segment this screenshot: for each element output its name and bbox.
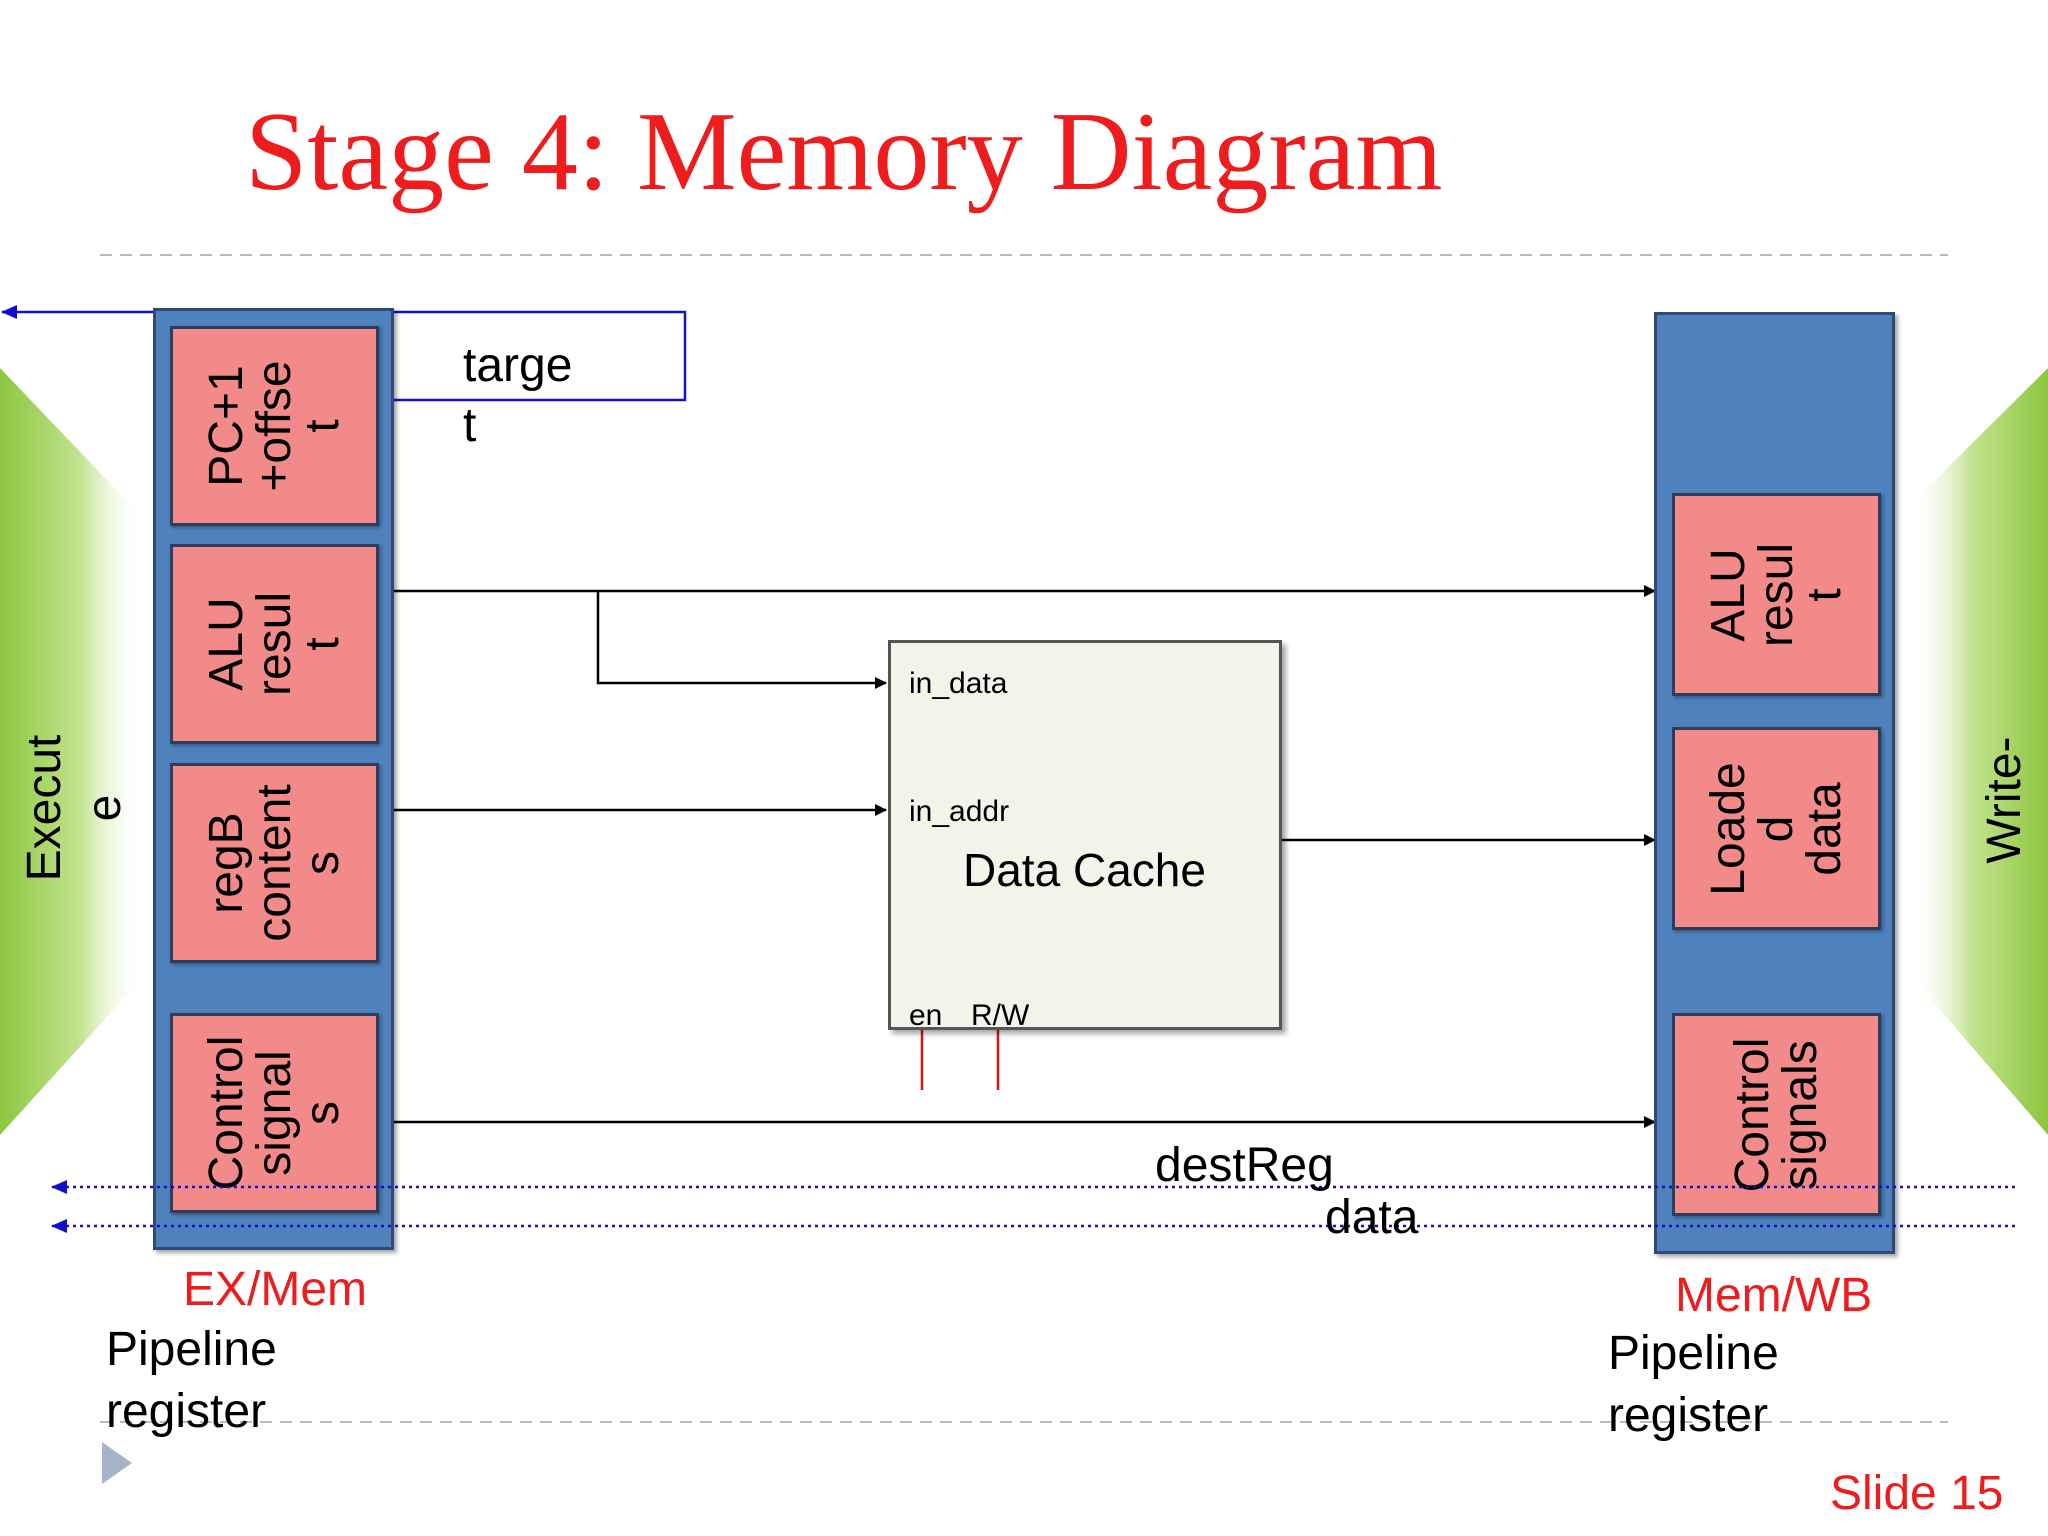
data-cache-title: Data Cache bbox=[963, 844, 1206, 896]
slide-number: Slide 15 bbox=[1830, 1467, 2004, 1520]
ex-mem-caption-line2: register bbox=[106, 1385, 267, 1438]
slide-title: Stage 4: Memory Diagram bbox=[245, 90, 1443, 214]
in-data-port-label: in_data bbox=[909, 667, 1008, 700]
writeback-stage-shape bbox=[1910, 368, 2048, 1135]
destreg-label: destReg bbox=[1155, 1139, 1334, 1192]
field-label: regB content s bbox=[199, 784, 349, 942]
mem-wb-field-loaded-data: Loade d data bbox=[1672, 727, 1881, 930]
target-label-line2: t bbox=[463, 399, 477, 452]
execute-stage-label: Execut e bbox=[18, 734, 131, 882]
mem-wb-caption-line2: register bbox=[1608, 1389, 1769, 1442]
mem-wb-field-alu-result: ALU resul t bbox=[1672, 493, 1881, 696]
target-label-line1: targe bbox=[463, 339, 573, 392]
writeback-stage-label: Write- bbox=[1978, 736, 2031, 864]
field-label: ALU resul t bbox=[199, 591, 349, 697]
field-label: PC+1 +offse t bbox=[199, 360, 349, 492]
ex-mem-field-alu-result: ALU resul t bbox=[170, 544, 379, 744]
data-label: data bbox=[1325, 1191, 1419, 1244]
in-addr-port-label: in_addr bbox=[909, 795, 1010, 828]
en-port-label: en bbox=[909, 999, 943, 1032]
mem-wb-field-control-signals: Control signals bbox=[1672, 1013, 1881, 1216]
ex-mem-name: EX/Mem bbox=[183, 1263, 368, 1316]
field-label: ALU resul t bbox=[1701, 542, 1851, 647]
ex-mem-caption-line1: Pipeline bbox=[106, 1323, 277, 1376]
ex-mem-field-pc-offset: PC+1 +offse t bbox=[170, 326, 379, 526]
mem-wb-name: Mem/WB bbox=[1675, 1269, 1873, 1322]
mem-wb-caption-line1: Pipeline bbox=[1608, 1327, 1779, 1380]
execute-stage-shape bbox=[0, 368, 145, 1135]
rw-port-label: R/W bbox=[971, 999, 1030, 1032]
field-label: Control signal s bbox=[199, 1035, 349, 1191]
ex-mem-field-regb-contents: regB content s bbox=[170, 763, 379, 963]
bullet-triangle-icon bbox=[102, 1442, 132, 1484]
alu-to-indata-wire bbox=[596, 591, 887, 689]
data-cache: in_data in_addr Data Cache en R/W bbox=[888, 640, 1282, 1032]
field-label: Control signals bbox=[1725, 1037, 1827, 1192]
ex-mem-field-control-signals: Control signal s bbox=[170, 1013, 379, 1213]
field-label: Loade d data bbox=[1701, 761, 1851, 896]
